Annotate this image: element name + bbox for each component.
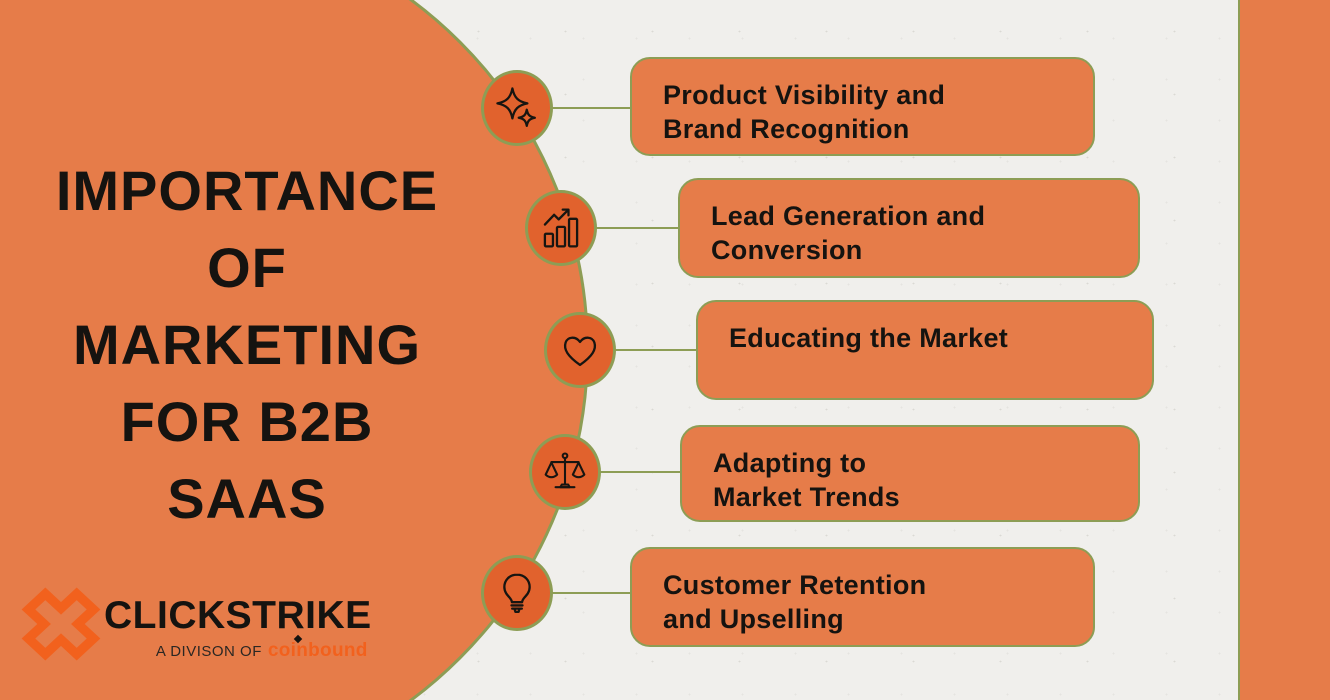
icon-circle-product-visibility bbox=[481, 70, 553, 146]
title-line: OF bbox=[207, 236, 287, 299]
benefit-pill-lead-generation: Lead Generation and Conversion bbox=[678, 178, 1140, 278]
balance-scales-icon bbox=[542, 449, 588, 495]
icon-circle-educating-market bbox=[544, 312, 616, 388]
benefit-label: Product Visibility and Brand Recognition bbox=[663, 80, 946, 144]
connector-line bbox=[548, 107, 634, 109]
connector-line bbox=[611, 349, 700, 351]
title-line: SAAS bbox=[167, 467, 327, 530]
benefit-label: Adapting to Market Trends bbox=[713, 448, 900, 512]
x-mark-logo-icon bbox=[20, 586, 102, 662]
brand-logo: CLICKSTRIKE A DIVISON OF coinbound bbox=[20, 586, 372, 662]
page-title: IMPORTANCE OF MARKETING FOR B2B SAAS bbox=[12, 152, 482, 537]
title-line: IMPORTANCE bbox=[55, 159, 439, 222]
icon-circle-lead-generation bbox=[525, 190, 597, 266]
icon-circle-market-trends bbox=[529, 434, 601, 510]
right-accent-bar bbox=[1238, 0, 1330, 700]
connector-line bbox=[592, 227, 682, 229]
benefit-label: Educating the Market bbox=[729, 323, 1009, 353]
benefit-label: Customer Retention and Upselling bbox=[663, 570, 927, 634]
icon-circle-customer-retention bbox=[481, 555, 553, 631]
benefit-pill-product-visibility: Product Visibility and Brand Recognition bbox=[630, 57, 1095, 156]
connector-line bbox=[548, 592, 634, 594]
parent-brand-name: coinbound bbox=[267, 640, 368, 661]
lightbulb-icon bbox=[494, 570, 540, 616]
sparkles-icon bbox=[494, 85, 540, 131]
benefit-label: Lead Generation and Conversion bbox=[711, 201, 986, 265]
title-line: FOR B2B bbox=[120, 390, 374, 453]
title-line: MARKETING bbox=[72, 313, 422, 376]
benefit-pill-customer-retention: Customer Retention and Upselling bbox=[630, 547, 1095, 647]
benefit-pill-educating-market: Educating the Market bbox=[696, 300, 1154, 400]
heart-icon bbox=[557, 327, 603, 373]
brand-name: CLICKSTRIKE bbox=[104, 594, 372, 637]
brand-tagline: A DIVISON OF coinbound bbox=[104, 634, 372, 662]
connector-line bbox=[596, 471, 684, 473]
growth-chart-icon bbox=[538, 205, 584, 251]
tagline-prefix: A DIVISON OF bbox=[155, 643, 262, 660]
benefit-pill-market-trends: Adapting to Market Trends bbox=[680, 425, 1140, 522]
